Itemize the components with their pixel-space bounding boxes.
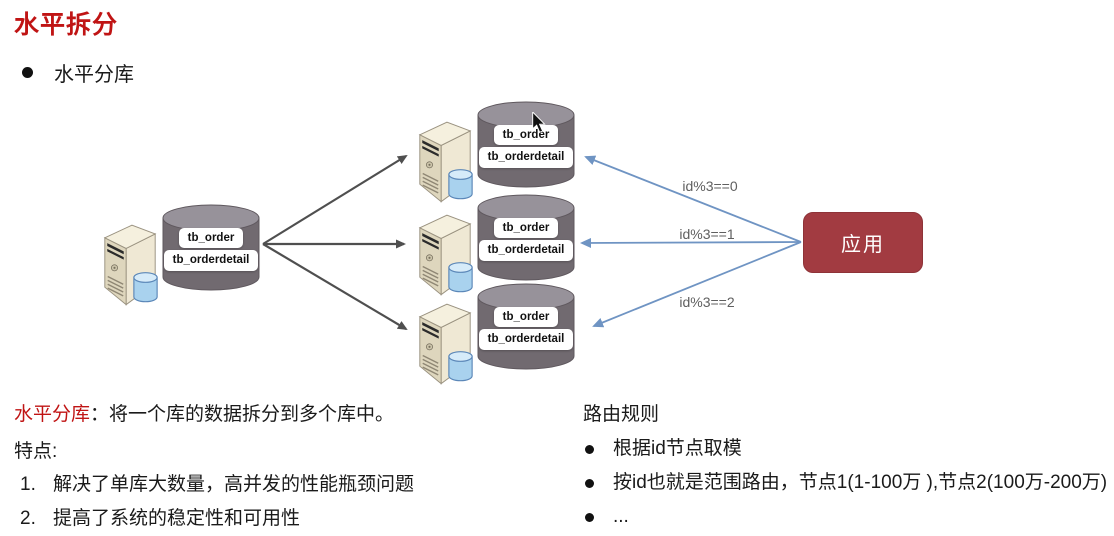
bullet-icon — [22, 67, 33, 78]
table-label: tb_orderdetail — [478, 147, 574, 168]
feature-number: 2. — [20, 508, 36, 529]
routing-heading: 路由规则 — [583, 404, 660, 425]
routing-text: 根据id节点取模 — [613, 438, 742, 459]
subtitle-label: 水平分库 — [54, 64, 134, 86]
routing-text: ... — [613, 506, 629, 527]
table-label: tb_order — [493, 307, 559, 328]
table-label: tb_orderdetail — [478, 329, 574, 350]
table-label: tb_order — [493, 125, 559, 146]
definition-term: 水平分库 — [14, 404, 91, 425]
feature-item: 2. 提高了系统的稳定性和可用性 — [20, 508, 300, 531]
feature-text: 解决了单库大数量，高并发的性能瓶颈问题 — [53, 474, 415, 495]
routing-text: 按id也就是范围路由，节点1(1-100万 ),节点2(100万-200万) — [613, 472, 1108, 493]
table-label: tb_orderdetail — [163, 250, 259, 271]
feature-text: 提高了系统的稳定性和可用性 — [53, 508, 301, 529]
database-node-shard-0: tb_order tb_orderdetail — [412, 101, 578, 211]
routing-item: 根据id节点取模 — [585, 438, 742, 461]
database-node-shard-2: tb_order tb_orderdetail — [412, 283, 578, 393]
application-label: 应用 — [841, 234, 885, 256]
route-label-2: id%3==2 — [679, 294, 735, 310]
feature-item: 1. 解决了单库大数量，高并发的性能瓶颈问题 — [20, 474, 414, 497]
table-label: tb_order — [493, 218, 559, 239]
table-label: tb_orderdetail — [478, 240, 574, 261]
fanout-arrows — [262, 154, 408, 331]
definition-text: ：将一个库的数据拆分到多个库中。 — [90, 404, 395, 425]
route-label-0: id%3==0 — [682, 178, 738, 194]
feature-number: 1. — [20, 474, 36, 495]
server-icon — [414, 296, 476, 386]
bullet-icon — [585, 478, 594, 488]
routing-item: ... — [585, 506, 629, 529]
route-label-1: id%3==1 — [679, 226, 735, 242]
bullet-icon — [585, 512, 594, 522]
bullet-icon — [585, 444, 594, 454]
routing-item: 按id也就是范围路由，节点1(1-100万 ),节点2(100万-200万) — [585, 472, 1107, 495]
page-title: 水平拆分 — [14, 11, 119, 39]
server-icon — [99, 217, 161, 307]
server-icon — [414, 114, 476, 204]
application-box: 应用 — [803, 212, 923, 273]
subtitle-bullet-line: 水平分库 — [22, 58, 134, 87]
features-heading: 特点: — [14, 441, 58, 462]
table-label: tb_order — [178, 228, 244, 249]
mouse-cursor-icon — [532, 112, 546, 133]
database-node-source: tb_order tb_orderdetail — [97, 204, 263, 314]
database-node-shard-1: tb_order tb_orderdetail — [412, 194, 578, 304]
definition-line: 水平分库：将一个库的数据拆分到多个库中。 — [14, 404, 394, 427]
